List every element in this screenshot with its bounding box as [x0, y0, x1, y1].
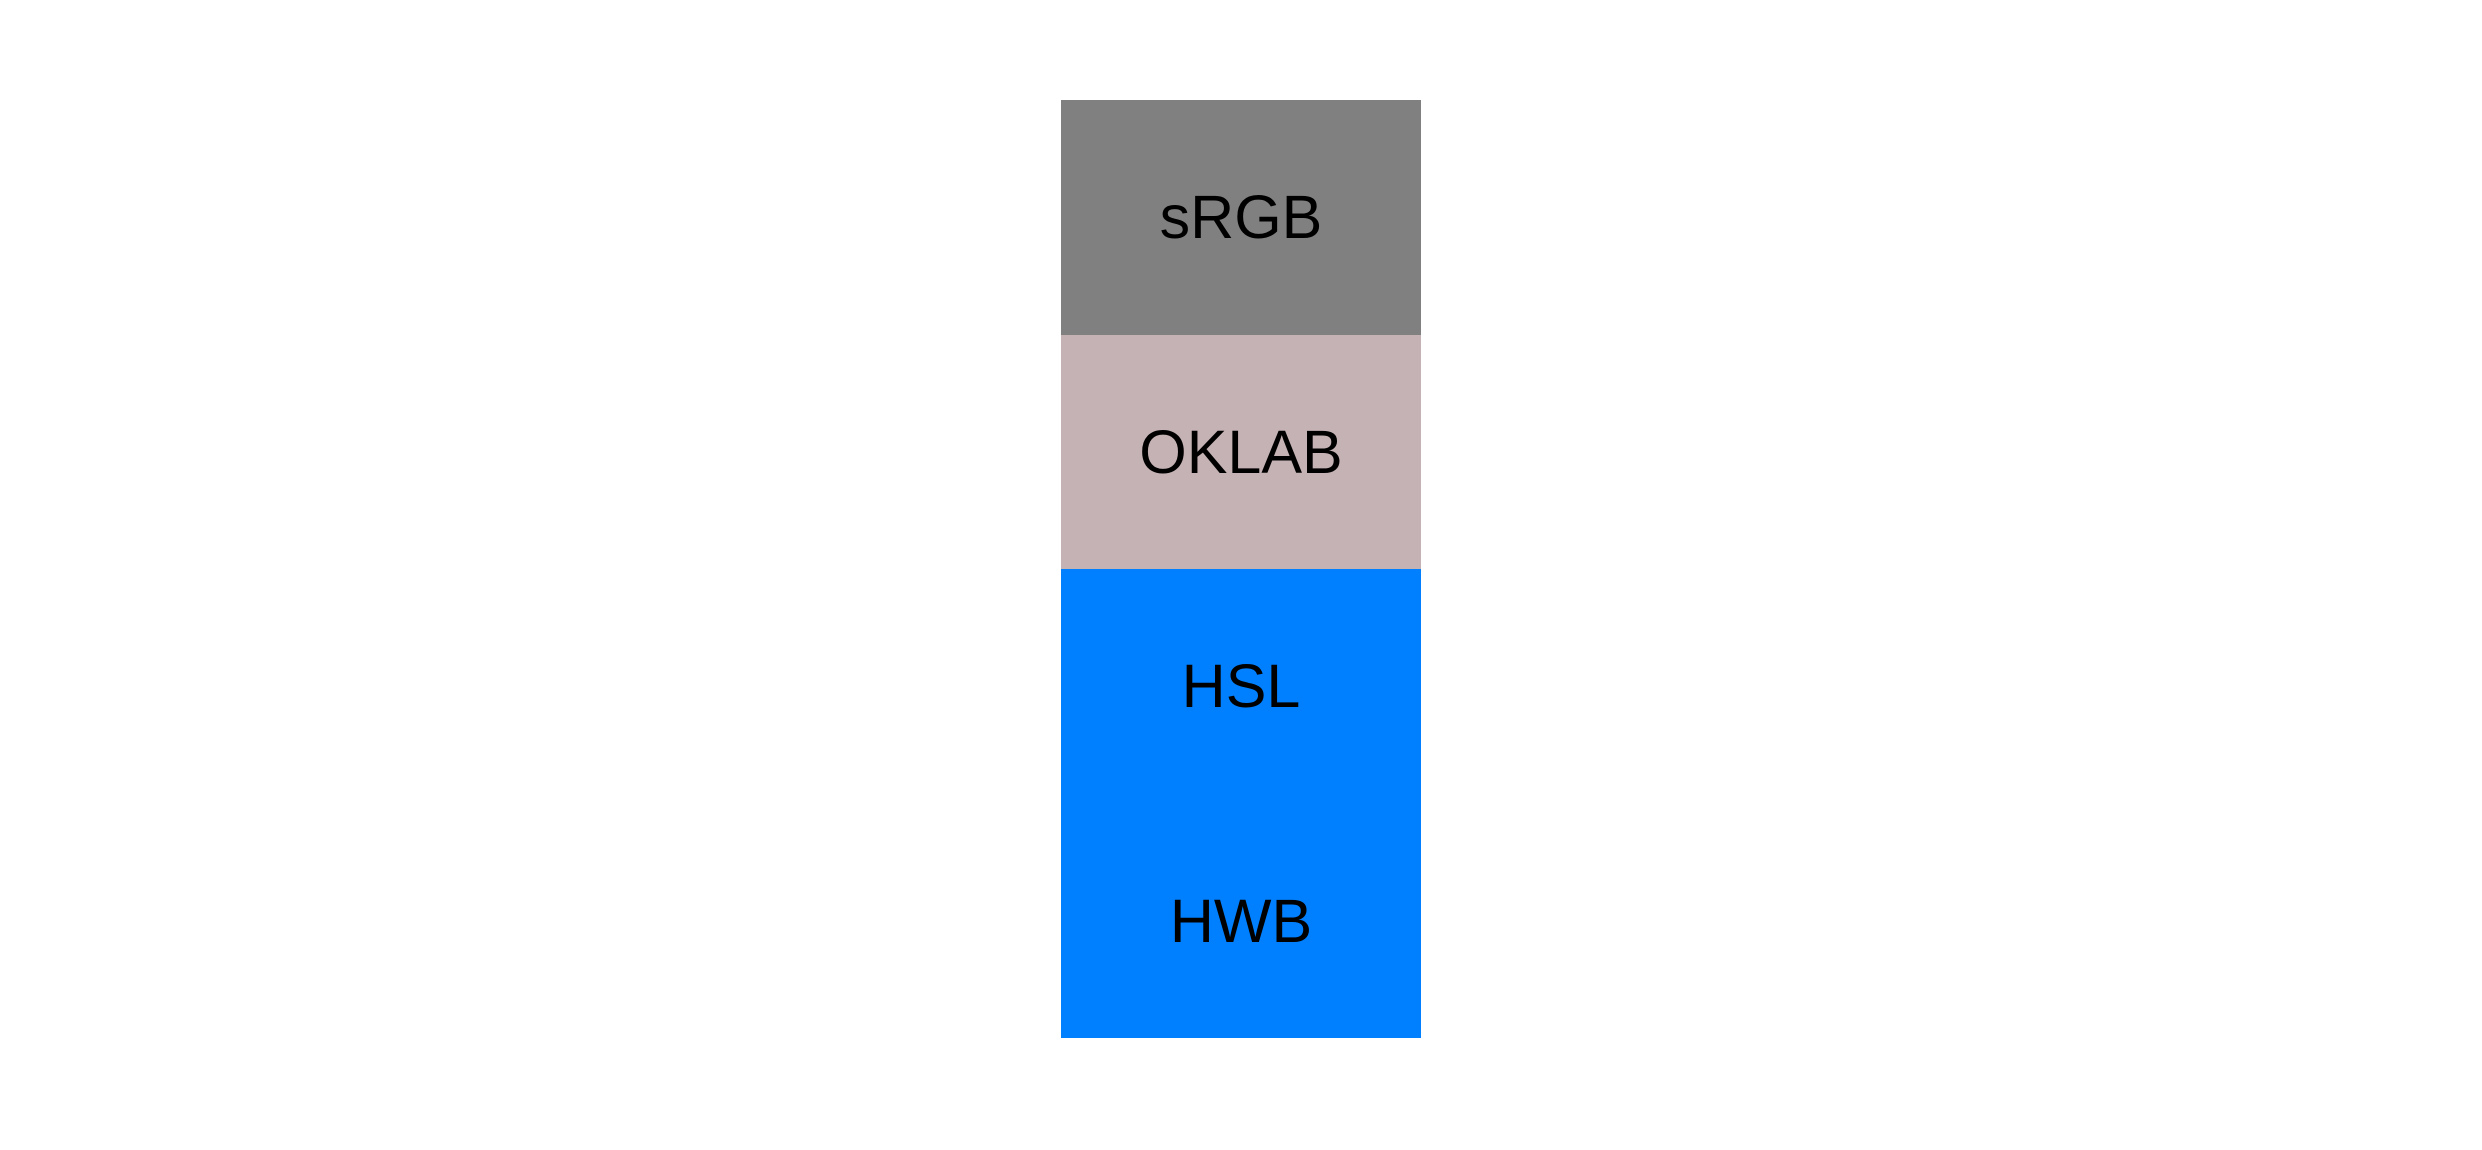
swatch-oklab: OKLAB: [1061, 334, 1421, 569]
swatch-srgb-label: sRGB: [1159, 183, 1323, 252]
swatch-oklab-label: OKLAB: [1139, 417, 1343, 486]
swatch-hwb: HWB: [1061, 803, 1421, 1038]
swatch-hsl-label: HSL: [1181, 652, 1301, 721]
swatch-hsl: HSL: [1061, 569, 1421, 804]
swatch-srgb: sRGB: [1061, 100, 1421, 335]
swatch-hwb-label: HWB: [1169, 886, 1313, 955]
color-space-swatch-column: sRGB OKLAB HSL HWB: [1061, 100, 1421, 1038]
